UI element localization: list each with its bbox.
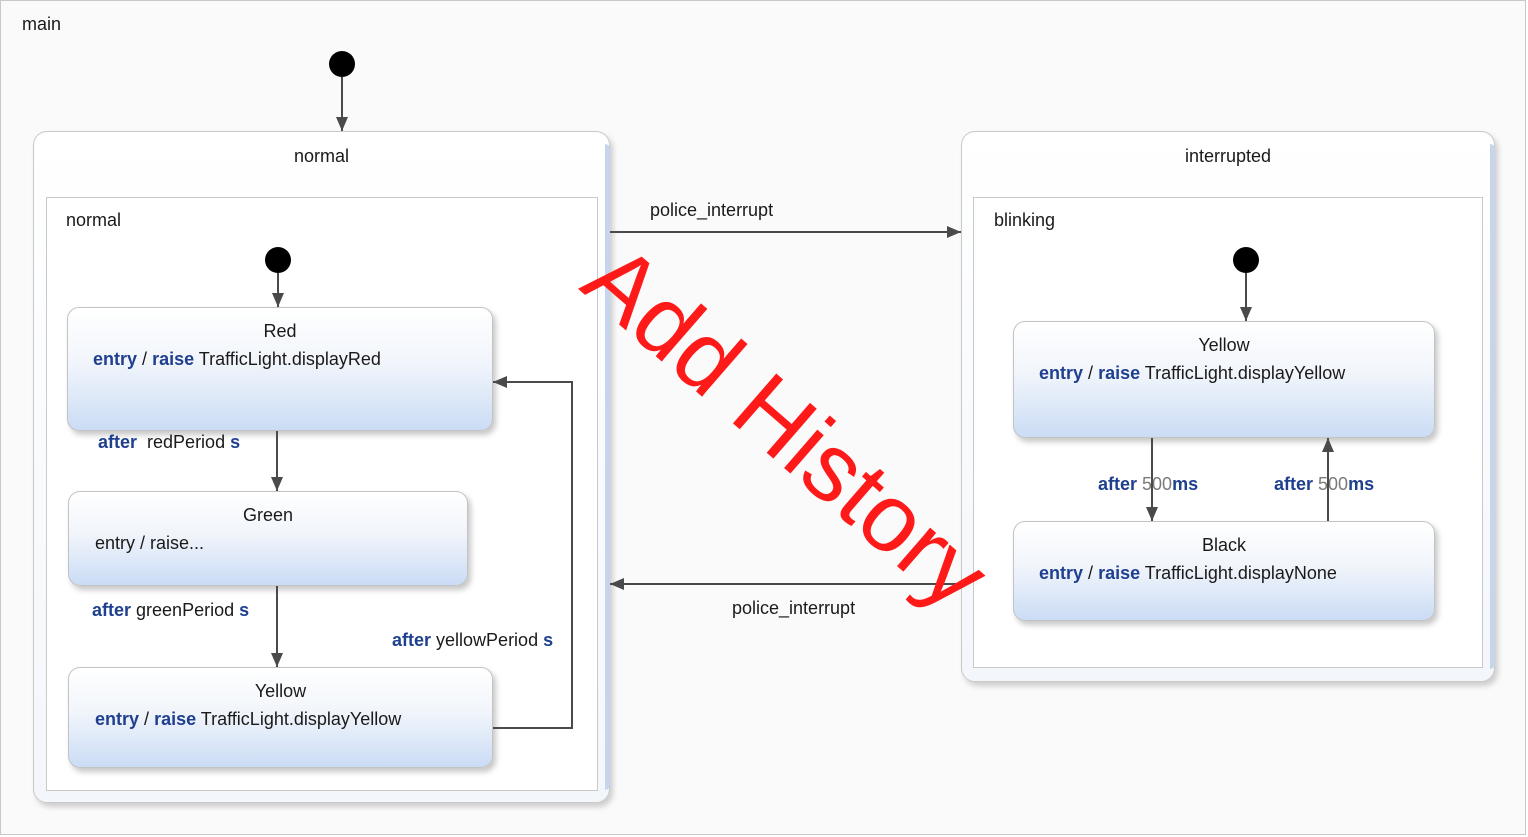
state-red-name: Red [263, 321, 297, 341]
state-black[interactable]: Black entry / raise TrafficLight.display… [1013, 521, 1435, 621]
state-green-entry-action: entry / raise... [95, 533, 205, 553]
state-green[interactable]: Green entry / raise... [68, 491, 468, 586]
state-yellow-blinking-name: Yellow [1198, 335, 1250, 355]
initial-state-normal[interactable] [265, 247, 291, 273]
state-yellow-blinking-entry-action: entry / raise TrafficLight.displayYellow [1039, 363, 1346, 383]
transition-label-yellow-red[interactable]: after yellowPeriod s [392, 630, 554, 650]
edge-yellow-red[interactable] [493, 376, 573, 729]
state-yellow-normal-entry-action: entry / raise TrafficLight.displayYellow [95, 709, 402, 729]
transition-label-black-yellow[interactable]: after 500ms [1274, 474, 1375, 494]
transition-label-green-yellow[interactable]: after greenPeriod s [92, 600, 250, 620]
state-normal-title: normal [293, 146, 350, 166]
state-yellow-normal[interactable]: Yellow entry / raise TrafficLight.displa… [68, 667, 493, 768]
transition-label-police-interrupt-to-normal[interactable]: police_interrupt [732, 598, 856, 618]
transition-label-police-interrupt-to-interrupted[interactable]: police_interrupt [650, 200, 774, 220]
initial-state-blinking[interactable] [1233, 247, 1259, 273]
state-red-entry-action: entry / raise TrafficLight.displayRed [93, 349, 381, 369]
region-normal-label: normal [66, 210, 122, 230]
state-yellow-normal-name: Yellow [254, 681, 307, 701]
state-black-name: Black [1201, 535, 1246, 555]
state-interrupted-title: interrupted [1184, 146, 1272, 166]
transition-label-yellow-black[interactable]: after 500ms [1098, 474, 1199, 494]
state-black-entry-action: entry / raise TrafficLight.displayNone [1039, 563, 1337, 583]
main-region-label: main [22, 14, 62, 34]
region-blinking-label: blinking [994, 210, 1056, 230]
transition-label-red-green[interactable]: after redPeriod s [98, 432, 241, 452]
state-yellow-blinking[interactable]: Yellow entry / raise TrafficLight.displa… [1013, 321, 1435, 438]
state-red[interactable]: Red entry / raise TrafficLight.displayRe… [67, 307, 493, 431]
initial-state-main[interactable] [329, 51, 355, 77]
state-green-name: Green [242, 505, 294, 525]
